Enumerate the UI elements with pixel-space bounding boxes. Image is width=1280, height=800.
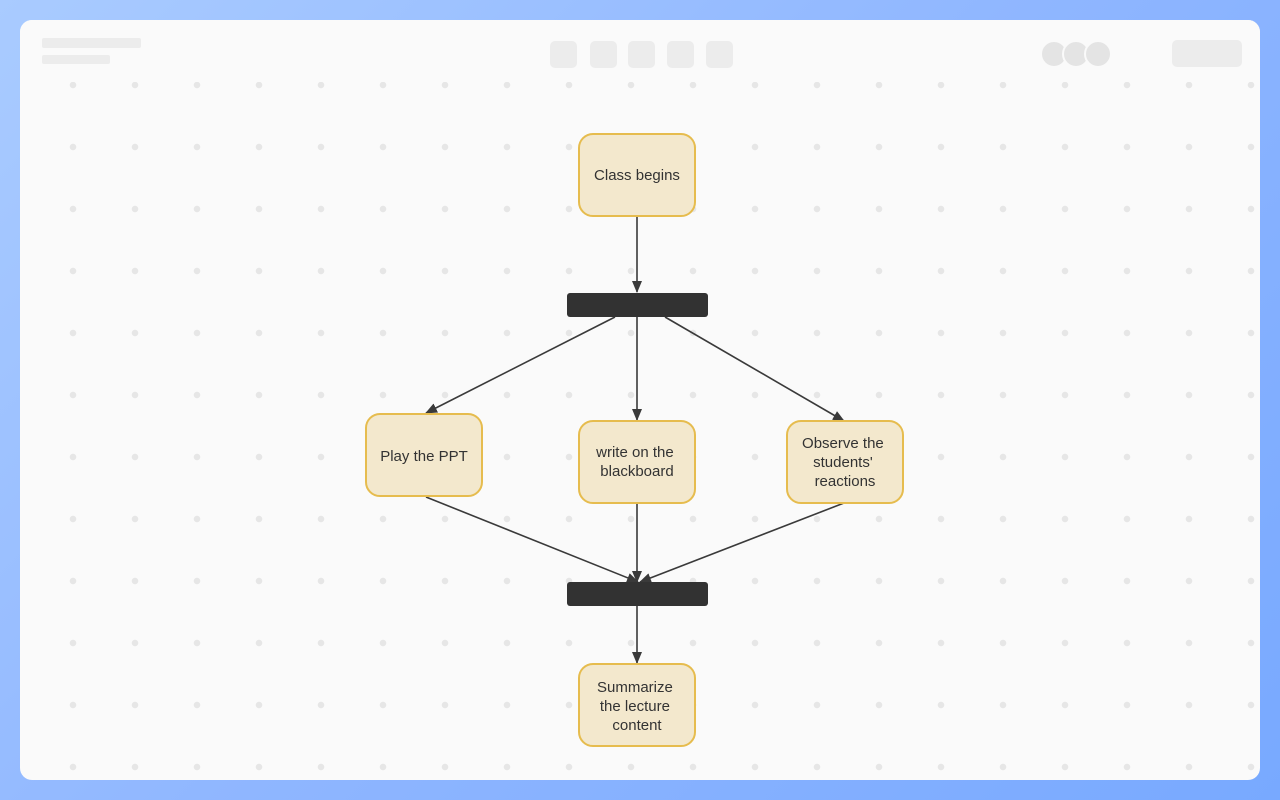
node-observe-reactions-label: Observe the students' reactions [802, 435, 888, 490]
top-toolbar [20, 20, 1260, 82]
toolbar-button-2[interactable] [590, 41, 617, 68]
node-write-blackboard-label: write on the blackboard [595, 444, 678, 480]
toolbar-button-5[interactable] [706, 41, 733, 68]
toolbar-button-3[interactable] [628, 41, 655, 68]
collaborator-avatar-3[interactable] [1084, 40, 1112, 68]
share-button[interactable] [1172, 40, 1242, 67]
edge-ppt-to-join [425, 496, 639, 583]
node-write-blackboard[interactable]: write on the blackboard [578, 420, 696, 504]
document-title-placeholder[interactable] [42, 38, 141, 48]
edge-observe-to-join [639, 502, 845, 583]
node-play-ppt-label: Play the PPT [380, 448, 468, 465]
node-summarize-label: Summarize the lecture content [597, 679, 677, 734]
node-play-ppt[interactable]: Play the PPT [365, 413, 483, 497]
node-summarize[interactable]: Summarize the lecture content [578, 663, 696, 747]
node-class-begins-label: Class begins [594, 167, 680, 184]
toolbar-button-4[interactable] [667, 41, 694, 68]
toolbar-button-1[interactable] [550, 41, 577, 68]
fork-bar[interactable] [567, 293, 708, 317]
document-subtitle-placeholder [42, 55, 110, 64]
node-class-begins[interactable]: Class begins [578, 133, 696, 217]
edge-fork-to-observe [664, 316, 845, 422]
node-observe-reactions[interactable]: Observe the students' reactions [786, 420, 904, 504]
edge-fork-to-ppt [425, 316, 616, 414]
join-bar[interactable] [567, 582, 708, 606]
